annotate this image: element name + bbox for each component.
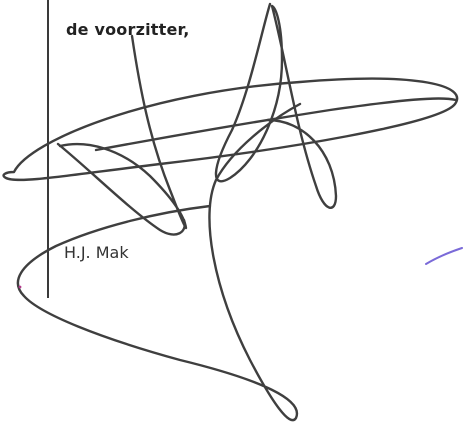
ink-mark: [425, 247, 463, 265]
margin-rule: [47, 0, 49, 298]
signatory-role: de voorzitter,: [66, 20, 190, 39]
signatory-name: H.J. Mak: [64, 243, 129, 262]
ink-dot: [18, 285, 22, 289]
